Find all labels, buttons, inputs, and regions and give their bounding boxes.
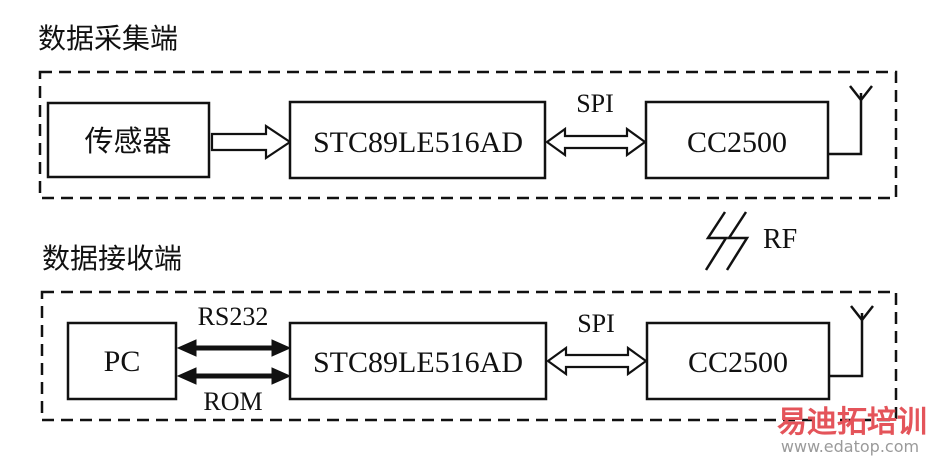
rom-label: ROM: [203, 387, 262, 416]
bottom-cc2500-box: [645, 321, 831, 401]
top-mcu-label: STC89LE516AD: [313, 126, 523, 159]
acquisition-end-title: 数据采集端: [38, 22, 178, 55]
bottom-antenna-icon: [829, 305, 874, 378]
rf-label: RF: [763, 224, 797, 255]
watermark-url: www.edatop.com: [781, 437, 919, 456]
lightning-icon: [704, 211, 750, 271]
top-cc2500-box: [644, 100, 830, 180]
top-spi-double-arrow: [545, 126, 647, 158]
rs232-label: RS232: [198, 302, 269, 331]
bottom-spi-double-arrow: [546, 345, 648, 377]
top-spi-label: SPI: [576, 89, 614, 118]
bottom-mcu-label: STC89LE516AD: [313, 346, 523, 379]
pc-label: PC: [104, 345, 141, 378]
sensor-to-mcu-arrow: [210, 123, 292, 161]
acquisition-end-frame: [38, 70, 898, 200]
receiving-end-title: 数据接收端: [42, 242, 182, 275]
sensor-label: 传感器: [84, 124, 171, 158]
sensor-box: [46, 101, 211, 179]
pc-box: [66, 321, 178, 401]
bottom-mcu-box: [288, 321, 548, 401]
bottom-cc2500-label: CC2500: [688, 346, 788, 379]
rs232-double-arrow: [176, 339, 292, 357]
rom-double-arrow: [176, 367, 292, 385]
receiving-end-frame: [40, 290, 898, 422]
bottom-spi-label: SPI: [577, 309, 615, 338]
top-mcu-box: [288, 100, 547, 180]
top-cc2500-label: CC2500: [687, 126, 787, 159]
watermark-brand: 易迪拓培训: [777, 405, 927, 440]
top-antenna-icon: [828, 85, 873, 156]
